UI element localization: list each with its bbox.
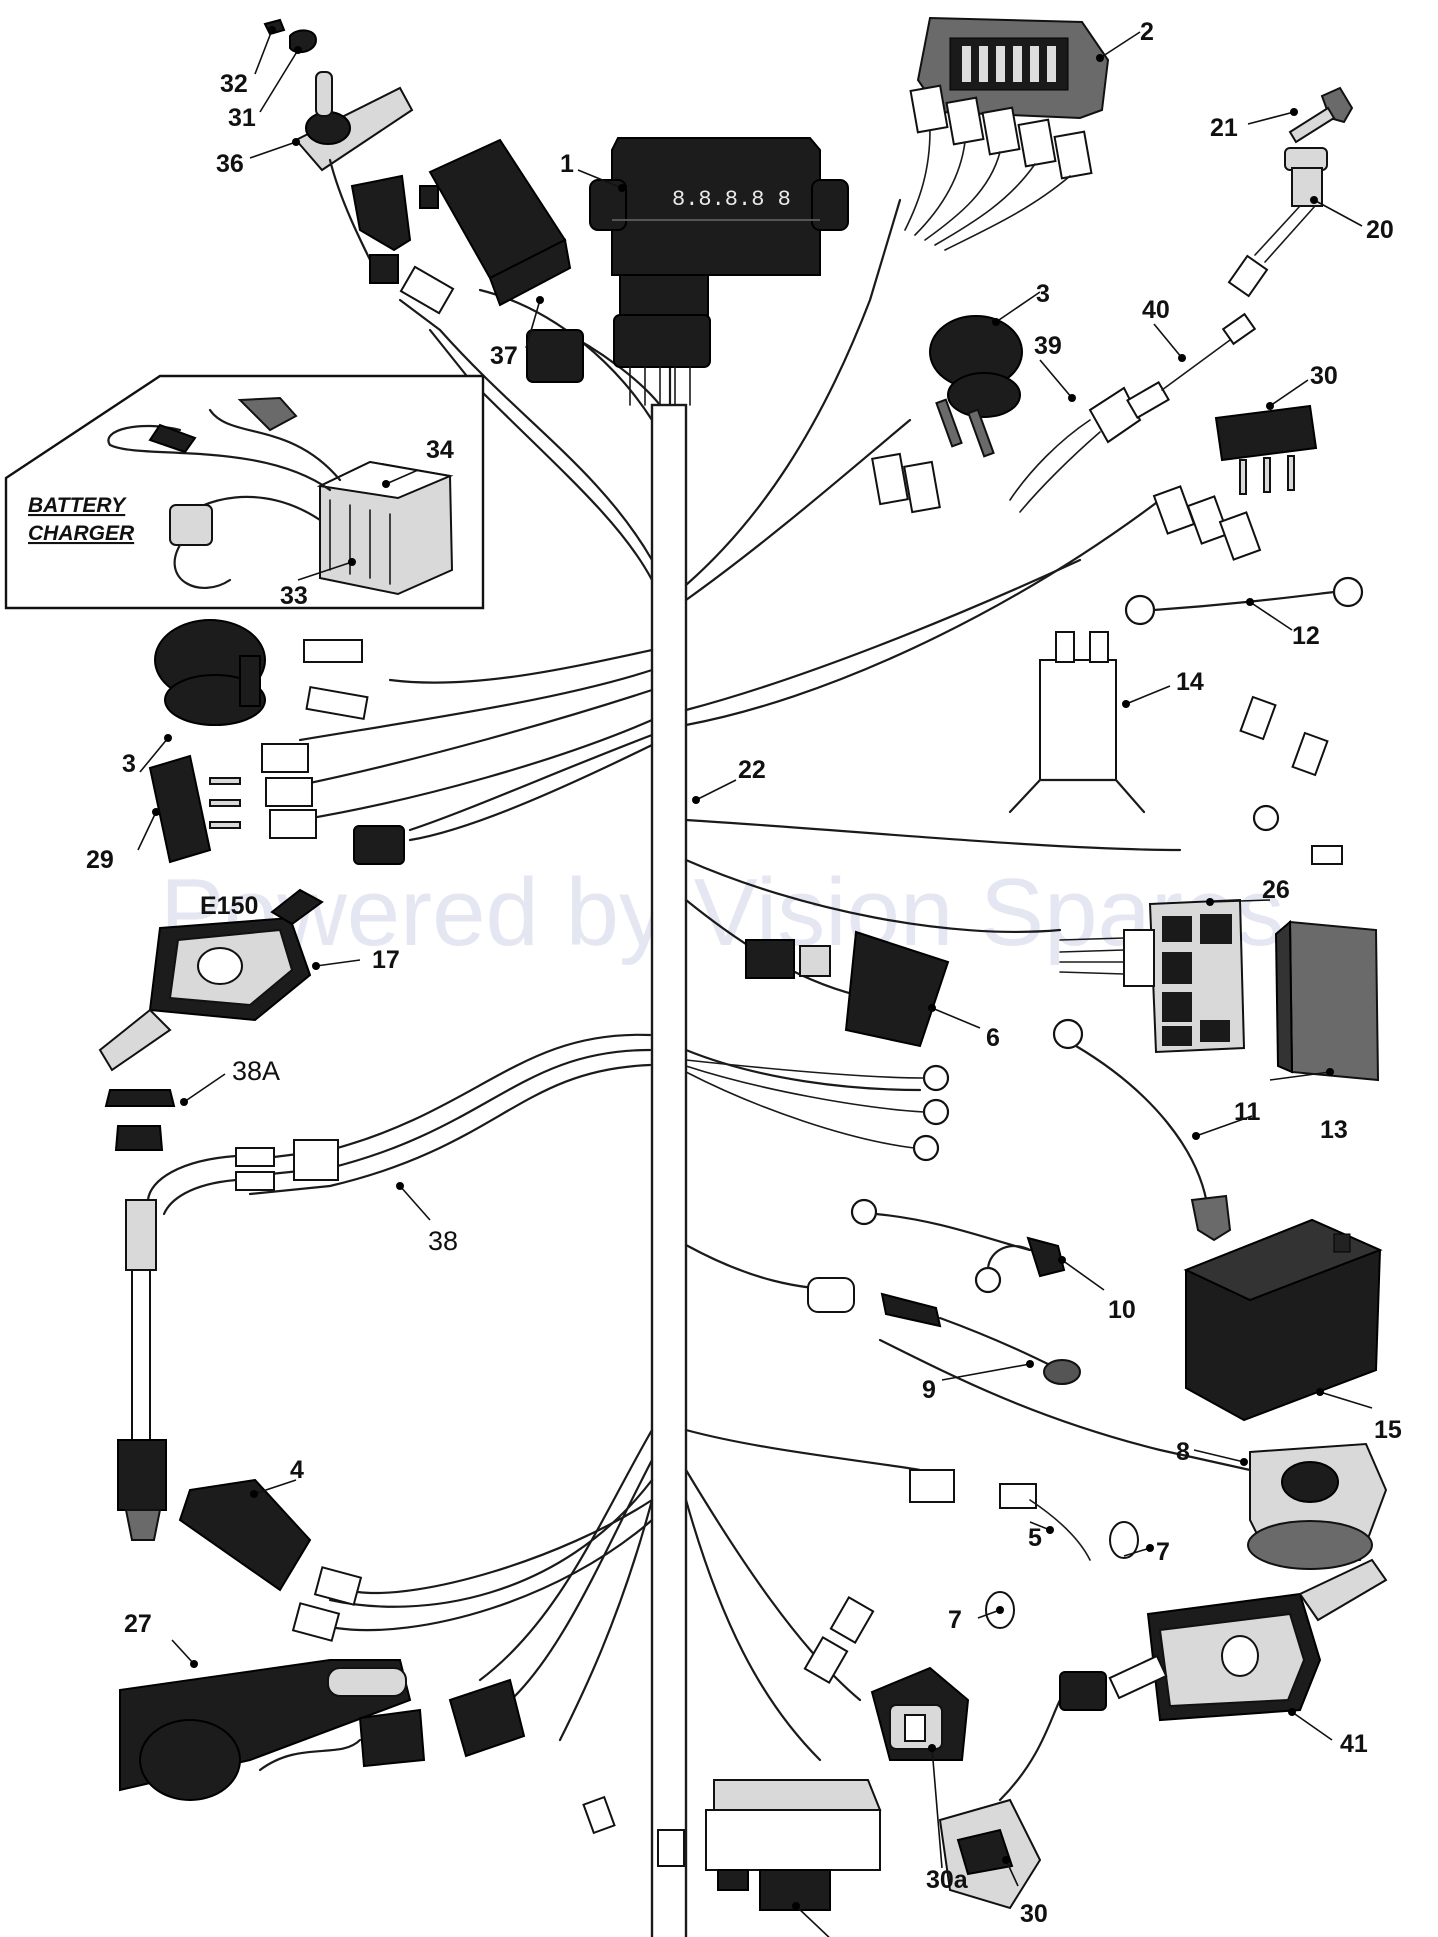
callout-37: 37 <box>490 342 518 370</box>
controller-module[interactable]: 8.8.8.8 8 <box>589 137 849 406</box>
callout-29: 29 <box>86 846 114 874</box>
callout-30: 30 <box>1020 1900 1048 1928</box>
motor-brake-16[interactable] <box>582 1779 882 1911</box>
callout-1: 1 <box>560 150 574 178</box>
callout-27: 27 <box>124 1610 152 1638</box>
callout-2: 2 <box>1140 18 1154 46</box>
callout-41: 41 <box>1340 1730 1368 1758</box>
callout-14: 14 <box>1176 668 1204 696</box>
actuator-switch-4[interactable] <box>178 1478 654 1642</box>
ground-lead-12[interactable] <box>1124 576 1364 626</box>
callout-3-left: 3 <box>122 750 136 778</box>
left-connectors <box>261 743 405 865</box>
callout-13: 13 <box>1320 1116 1348 1144</box>
callout-26: 26 <box>1262 876 1290 904</box>
main-harness-trunk <box>298 198 1182 1937</box>
fuse-9[interactable] <box>880 1292 1081 1385</box>
callout-15: 15 <box>1374 1416 1402 1444</box>
callout-38: 38 <box>428 1226 458 1256</box>
control-unit-41[interactable] <box>1108 1558 1388 1722</box>
callout-labels: 1 2 3 3 4 5 6 7 7 8 9 10 11 12 13 14 15 … <box>86 18 1402 1928</box>
callout-11: 11 <box>1234 1098 1261 1126</box>
actuator-cable-38[interactable] <box>117 1033 652 1541</box>
callout-5: 5 <box>1028 1524 1042 1552</box>
callout-7-upper: 7 <box>1156 1538 1170 1566</box>
fuse-holder-10[interactable] <box>850 1198 1066 1294</box>
battery-15[interactable] <box>1183 1218 1383 1422</box>
callout-9: 9 <box>922 1376 936 1404</box>
battery-gauge-display[interactable] <box>916 16 1110 120</box>
callout-39: 39 <box>1034 332 1062 360</box>
connector-6[interactable] <box>745 930 950 1048</box>
battery-charger-label-line1: BATTERY <box>28 494 127 517</box>
rocker-switch-3-left[interactable] <box>154 619 369 726</box>
callout-34: 34 <box>426 436 454 464</box>
callout-10: 10 <box>1108 1296 1136 1324</box>
solenoid-14[interactable] <box>1008 631 1146 814</box>
callout-3-right: 3 <box>1036 280 1050 308</box>
control-unit-17[interactable] <box>98 888 324 1072</box>
callout-7-lower: 7 <box>948 1606 962 1634</box>
callout-e150: E150 <box>200 892 258 920</box>
connector-39[interactable] <box>1009 386 1142 513</box>
circuit-board-26[interactable] <box>1059 898 1246 1054</box>
rocker-switch-29[interactable] <box>148 754 241 864</box>
rocker-switch-30-right[interactable] <box>1214 404 1318 495</box>
linear-actuator-27[interactable] <box>119 1659 526 1801</box>
callout-17: 17 <box>372 946 400 974</box>
auxiliary-module-37[interactable] <box>419 138 584 383</box>
module-13[interactable] <box>1274 919 1380 1082</box>
callout-12: 12 <box>1292 622 1320 650</box>
rocker-switch-3-right[interactable] <box>929 315 1023 458</box>
ignition-key[interactable] <box>1288 86 1354 144</box>
callout-30-right: 30 <box>1310 362 1338 390</box>
charger-socket-30a[interactable] <box>870 1666 970 1761</box>
connector-40[interactable] <box>1126 312 1257 420</box>
callout-4: 4 <box>290 1456 304 1484</box>
encoder-sensor-8[interactable] <box>878 1338 1388 1570</box>
callout-32: 32 <box>220 70 248 98</box>
controller-display-digits: 8.8.8.8 8 <box>672 187 791 212</box>
leader-lines <box>137 26 1373 1937</box>
callout-20: 20 <box>1366 216 1394 244</box>
callout-6: 6 <box>986 1024 1000 1052</box>
callout-8: 8 <box>1176 1438 1190 1466</box>
callout-36: 36 <box>216 150 244 178</box>
callout-33: 33 <box>280 582 308 610</box>
right-small-connectors <box>685 452 1343 1684</box>
callout-40: 40 <box>1142 296 1170 324</box>
key-switch[interactable] <box>1227 147 1328 298</box>
callout-31: 31 <box>228 104 256 132</box>
callout-38a: 38A <box>232 1056 280 1086</box>
gauge-connectors <box>904 84 1093 251</box>
callout-30a: 30a <box>926 1866 969 1894</box>
battery-charger-label-line2: CHARGER <box>28 522 135 545</box>
battery-lead-11[interactable] <box>1052 1018 1232 1242</box>
callout-21: 21 <box>1210 114 1238 142</box>
charger-leads <box>107 396 342 589</box>
watermark-text: Powered by Vision Spares <box>160 859 1284 966</box>
joystick-assembly[interactable] <box>263 18 455 315</box>
callout-22: 22 <box>738 756 766 784</box>
grommet-38a[interactable] <box>104 1089 176 1151</box>
